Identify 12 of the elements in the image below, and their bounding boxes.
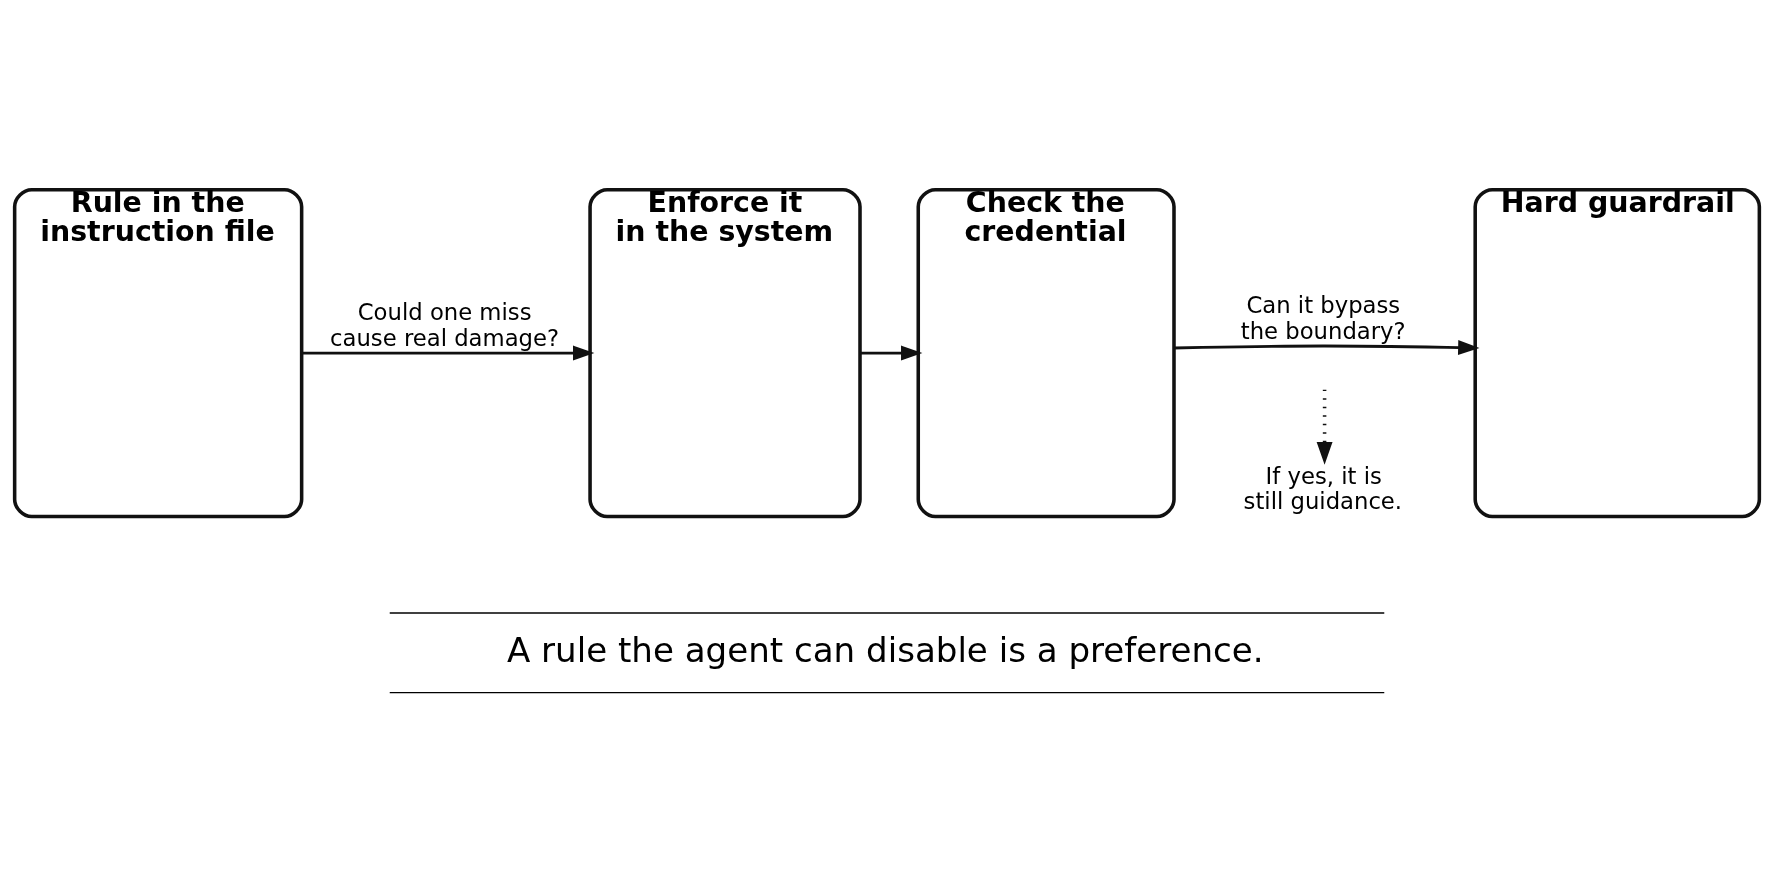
caption: A rule the agent can disable is a preference. — [506, 629, 1264, 670]
arrow — [301, 345, 595, 361]
node-text: If yes, it is still guidance. — [1243, 462, 1403, 514]
edge-label: Can it bypass the boundary? — [1240, 291, 1406, 344]
node-box: Rule in the instruction file — [12, 187, 304, 518]
arrow — [1316, 389, 1333, 465]
node-box: Hard guardrail — [1473, 187, 1762, 518]
arrow — [860, 345, 923, 361]
node-box: Enforce it in the system — [588, 187, 862, 518]
arrow — [1174, 339, 1480, 355]
edge-label: Could one miss cause real damage? — [330, 298, 560, 351]
node-box: Check the credential — [916, 187, 1176, 518]
